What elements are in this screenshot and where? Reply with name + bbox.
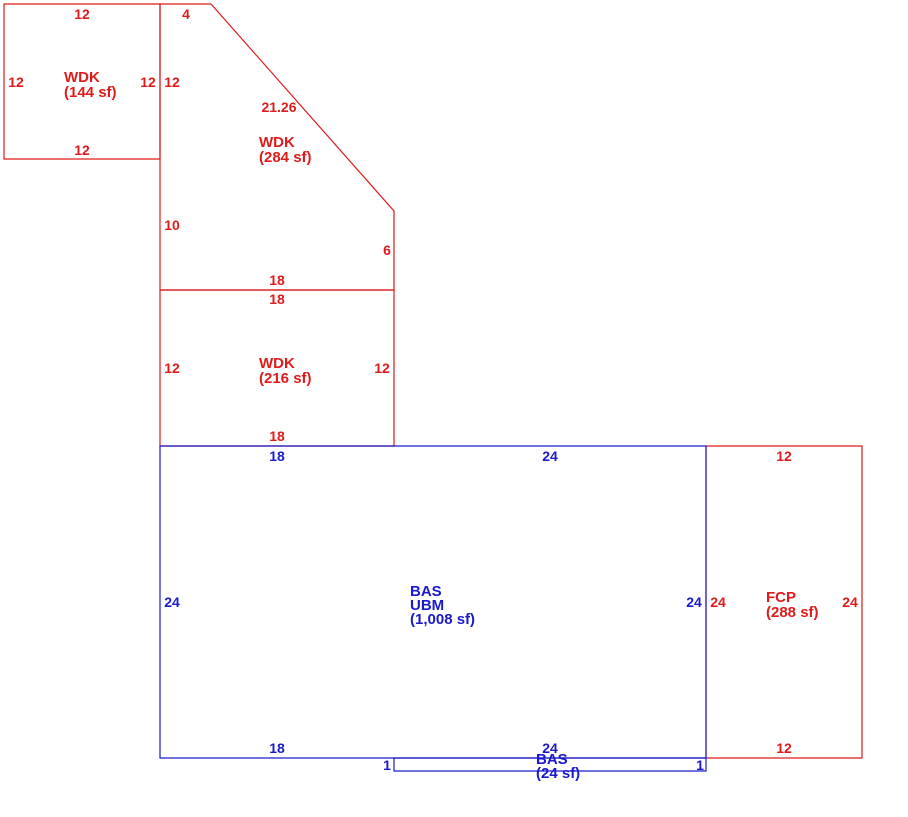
bas-strip-dim-left: 1 (383, 757, 391, 773)
bas-strip-area: (24 sf) (536, 765, 580, 782)
bas-main-dim-left: 24 (164, 594, 180, 610)
wdk-angled-code: WDK (259, 134, 295, 151)
wdk-angled-area: (284 sf) (259, 149, 312, 166)
bas-strip-section: 1 1 BAS (24 sf) (383, 751, 707, 782)
bas-strip-dim-right: 1 (696, 757, 704, 773)
wdk-middle-dim-left: 12 (164, 360, 180, 376)
wdk-small-area: (144 sf) (64, 84, 117, 101)
bas-main-dim-bottom-right: 24 (542, 740, 558, 756)
fcp-dim-left: 24 (710, 594, 726, 610)
bas-main-area: (1,008 sf) (410, 611, 475, 628)
bas-main-dim-bottom-left: 18 (269, 740, 285, 756)
wdk-small-section: 12 12 12 12 WDK (144 sf) (3, 3, 161, 160)
wdk-angled-dim-bottom: 18 (269, 272, 285, 288)
bas-strip-outline (393, 757, 707, 772)
wdk-small-dim-bottom: 12 (74, 142, 90, 158)
fcp-dim-right: 24 (842, 594, 858, 610)
wdk-angled-dim-right: 6 (383, 242, 391, 258)
wdk-angled-dim-left-top: 12 (164, 74, 180, 90)
wdk-angled-section: 4 21.26 6 12 10 18 WDK (284 sf) (159, 3, 395, 291)
fcp-area: (288 sf) (766, 604, 819, 621)
bas-strip-code: BAS (536, 751, 568, 768)
wdk-angled-dim-top: 4 (182, 6, 190, 22)
wdk-middle-dim-right: 12 (374, 360, 390, 376)
wdk-small-code: WDK (64, 69, 100, 86)
wdk-small-dim-left: 12 (8, 74, 24, 90)
bas-main-dim-right: 24 (686, 594, 702, 610)
wdk-angled-dim-diagonal: 21.26 (261, 99, 296, 115)
bas-main-code: BAS (410, 583, 442, 600)
wdk-middle-dim-top: 18 (269, 291, 285, 307)
fcp-code: FCP (766, 589, 796, 606)
wdk-middle-dim-bottom: 18 (269, 428, 285, 444)
fcp-dim-bottom: 12 (776, 740, 792, 756)
bas-main-dim-top-left: 18 (269, 448, 285, 464)
fcp-dim-top: 12 (776, 448, 792, 464)
wdk-middle-section: 18 12 12 18 WDK (216 sf) (159, 289, 395, 447)
bas-main-section: 18 24 24 24 18 24 BAS UBM (1,008 sf) (159, 445, 707, 759)
wdk-small-dim-right: 12 (140, 74, 156, 90)
wdk-angled-outline (159, 3, 395, 291)
wdk-angled-dim-left: 10 (164, 217, 180, 233)
wdk-middle-area: (216 sf) (259, 370, 312, 387)
bas-main-code-2: UBM (410, 597, 444, 614)
bas-main-dim-top-right: 24 (542, 448, 558, 464)
fcp-section: 12 24 24 12 FCP (288 sf) (705, 445, 863, 759)
wdk-middle-code: WDK (259, 355, 295, 372)
wdk-small-dim-top: 12 (74, 6, 90, 22)
